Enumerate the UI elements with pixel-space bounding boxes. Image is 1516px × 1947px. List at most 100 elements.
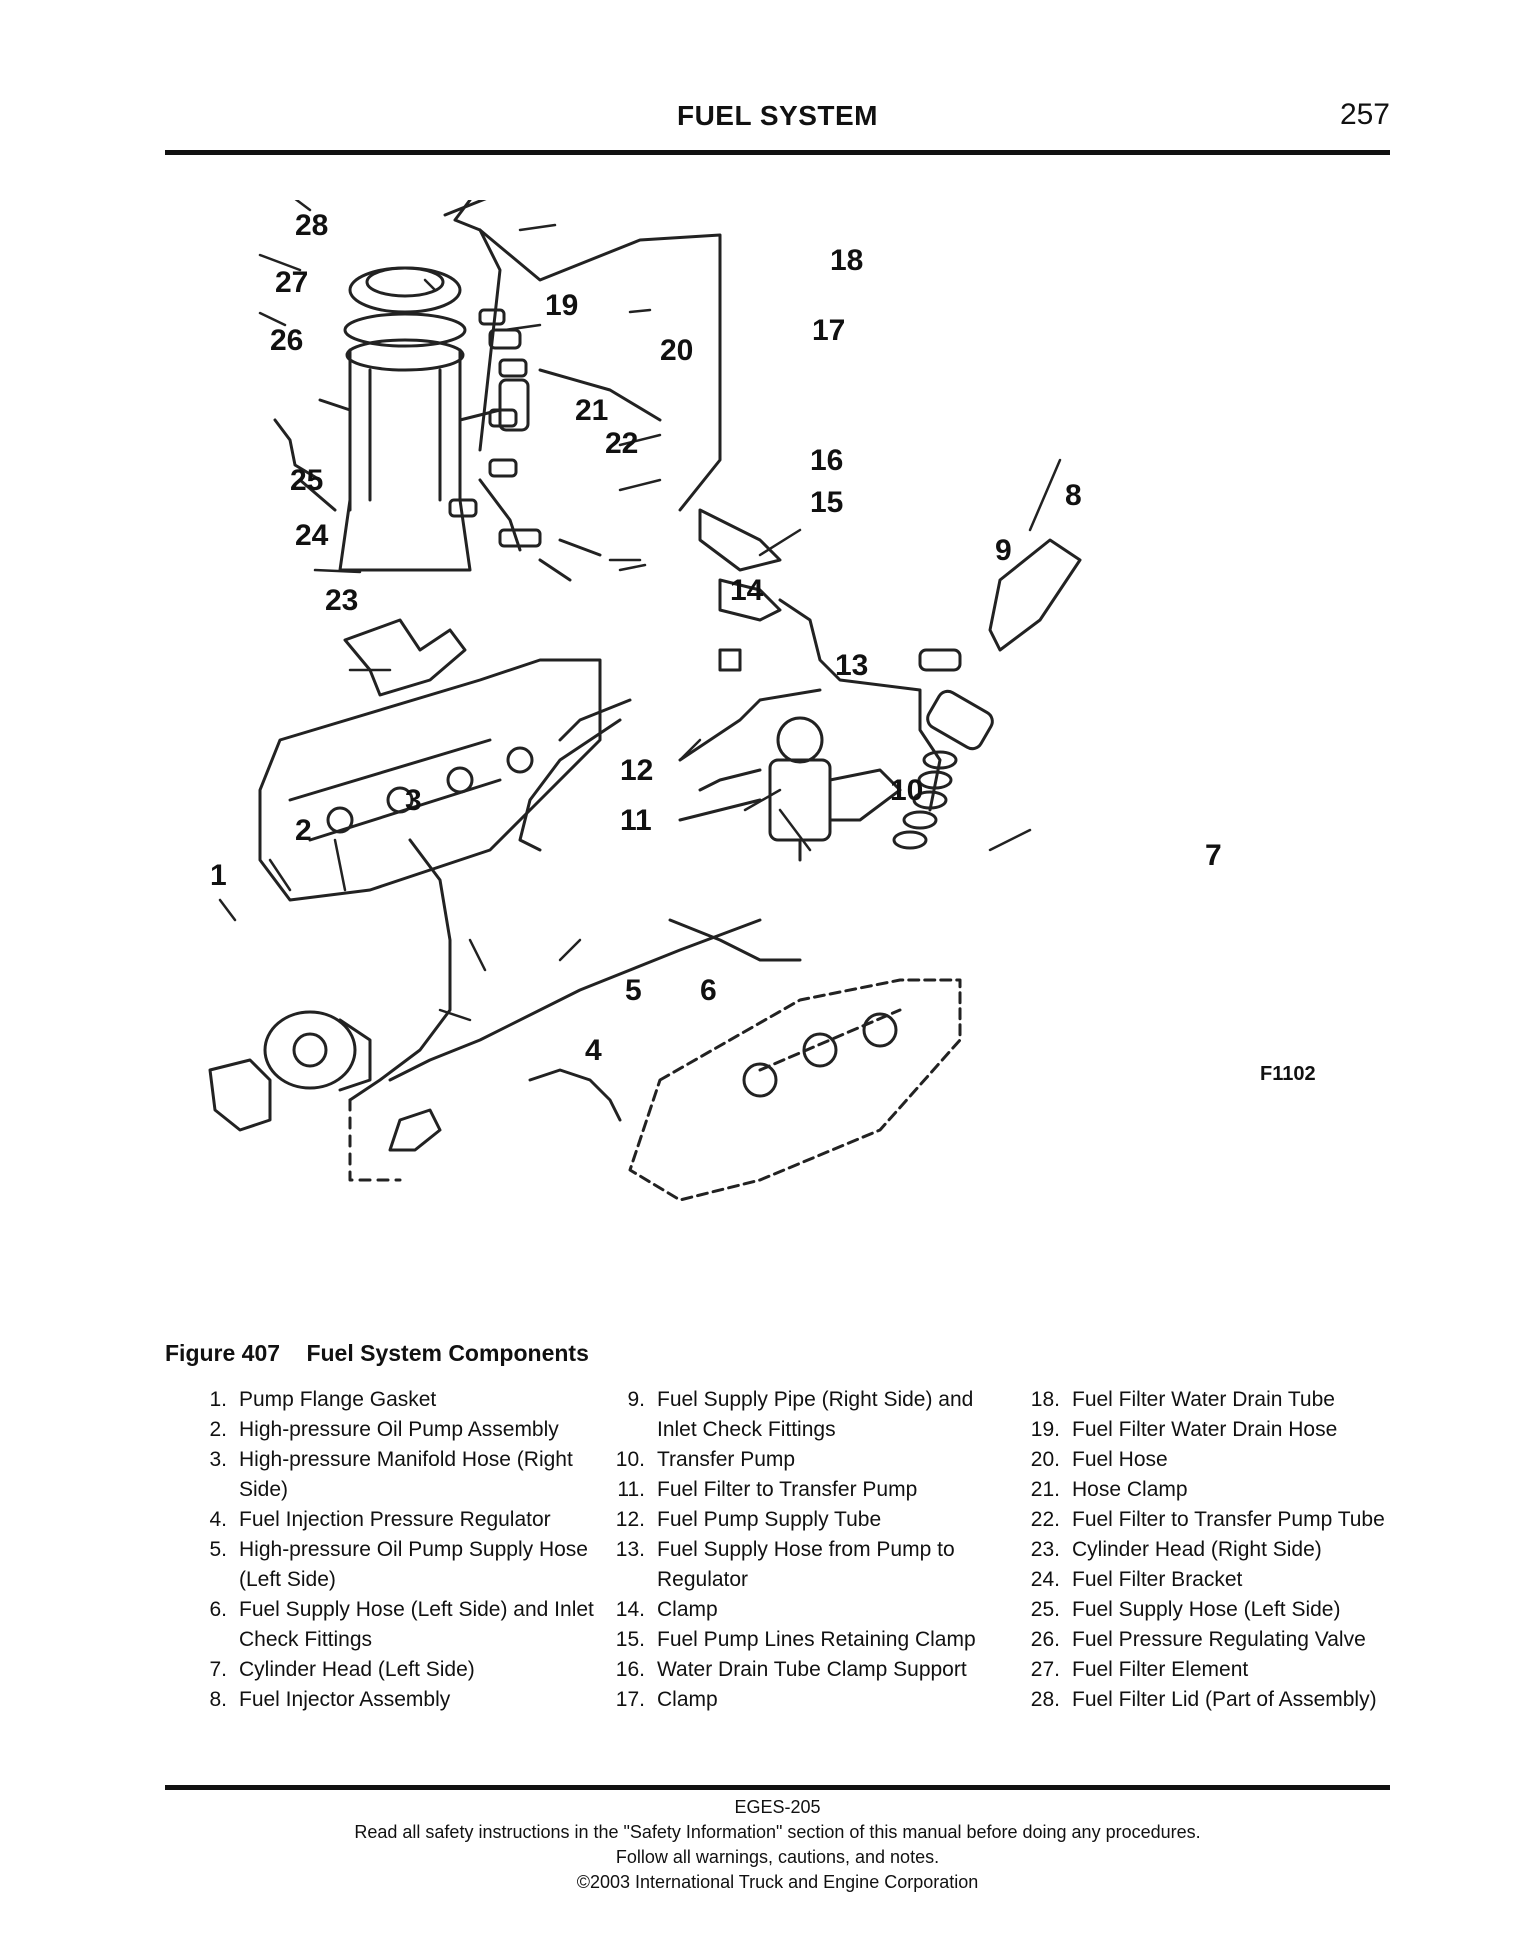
callout-11: 11 (620, 804, 652, 837)
manifold-hose (348, 838, 452, 1102)
callout-6: 6 (700, 974, 717, 1007)
callout-25: 25 (290, 464, 323, 497)
legend-item: 23.Cylinder Head (Right Side) (1030, 1538, 1322, 1561)
legend-item: 26.Fuel Pressure Regulating Valve (1030, 1628, 1366, 1651)
fuel-injector (918, 538, 1082, 751)
footer-rule (165, 1785, 1390, 1790)
callout-4: 4 (585, 1034, 602, 1067)
callout-19: 19 (545, 289, 578, 322)
legend-column-2: 9.Fuel Supply Pipe (Right Side) and Inle… (593, 1385, 1013, 1715)
callout-3: 3 (405, 784, 422, 817)
callout-27: 27 (275, 266, 308, 299)
legend-item: 22.Fuel Filter to Transfer Pump Tube (1030, 1508, 1385, 1531)
callout-28: 28 (295, 209, 328, 242)
fuel-supply-pipe (778, 598, 942, 812)
flange-gasket (208, 1058, 272, 1132)
legend-item: 20.Fuel Hose (1030, 1448, 1168, 1471)
leader-lines (218, 193, 1062, 1022)
legend-item: 9.Fuel Supply Pipe (Right Side) and Inle… (627, 1388, 974, 1441)
callout-22: 22 (605, 427, 638, 460)
transfer-pump (768, 716, 902, 862)
figure-code: F1102 (1260, 1063, 1316, 1085)
legend-item: 15.Fuel Pump Lines Retaining Clamp (615, 1628, 976, 1651)
callout-24: 24 (295, 519, 329, 552)
callout-23: 23 (325, 584, 358, 617)
supply-hose-regulator (518, 718, 622, 852)
fuel-pump-supply-tube (678, 688, 822, 762)
legend-item: 14.Clamp (615, 1598, 718, 1621)
figure-number: Figure 407 (165, 1340, 281, 1366)
retaining-clamp (718, 578, 782, 622)
cylinder-head-left (628, 978, 962, 1202)
fuel-supply-hose-left (528, 1068, 622, 1122)
callout-2: 2 (295, 814, 312, 847)
cylinder-head-left-solid (742, 1012, 898, 1098)
legend-item: 10.Transfer Pump (615, 1448, 796, 1471)
figure-caption: Figure 407 Fuel System Components (165, 1340, 589, 1367)
legend-item: 28.Fuel Filter Lid (Part of Assembly) (1030, 1688, 1377, 1711)
callout-12: 12 (620, 754, 653, 787)
callout-26: 26 (270, 324, 303, 357)
callout-16: 16 (810, 444, 843, 477)
legend-item: 6.Fuel Supply Hose (Left Side) and Inlet… (209, 1598, 594, 1651)
doc-code: EGES-205 (734, 1797, 821, 1817)
page-number: 257 (1339, 98, 1390, 131)
fuel-filter-to-transfer-pump (678, 768, 762, 822)
callout-10: 10 (890, 774, 923, 807)
page-footer: EGES-205 Read all safety instructions in… (165, 1795, 1390, 1895)
legend-item: 8.Fuel Injector Assembly (209, 1688, 451, 1711)
legend-item: 7.Cylinder Head (Left Side) (209, 1658, 475, 1681)
page-header: FUEL SYSTEM 257 (165, 92, 1390, 152)
legend-item: 25.Fuel Supply Hose (Left Side) (1030, 1598, 1341, 1621)
figure-title: Fuel System Components (306, 1340, 589, 1366)
copyright: ©2003 International Truck and Engine Cor… (576, 1872, 979, 1892)
fuel-system-diagram: 28 27 26 25 24 23 18 19 20 21 22 17 16 1… (200, 193, 1350, 1320)
o-rings (892, 750, 958, 850)
callout-20: 20 (660, 334, 693, 367)
legend-item: 21.Hose Clamp (1030, 1478, 1188, 1501)
legend-item: 17.Clamp (615, 1688, 718, 1711)
cylinder-head-right (258, 658, 602, 902)
warnings-notice: Follow all warnings, cautions, and notes… (615, 1847, 940, 1867)
component-legend: 1.Pump Flange Gasket 2.High-pressure Oil… (165, 1385, 1390, 1780)
callout-15: 15 (810, 486, 843, 519)
legend-item: 19.Fuel Filter Water Drain Hose (1030, 1418, 1338, 1441)
callout-1: 1 (210, 859, 227, 892)
callout-7: 7 (1205, 839, 1222, 872)
legend-item: 16.Water Drain Tube Clamp Support (615, 1658, 967, 1681)
legend-column-1: 1.Pump Flange Gasket 2.High-pressure Oil… (175, 1385, 595, 1715)
callout-5: 5 (625, 974, 642, 1007)
legend-column-3: 18.Fuel Filter Water Drain Tube 19.Fuel … (1008, 1385, 1398, 1715)
clamp-14 (718, 648, 742, 672)
safety-notice: Read all safety instructions in the "Saf… (354, 1822, 1201, 1842)
oil-pump-supply-hose (388, 918, 762, 1082)
water-drain-tube (453, 198, 722, 512)
legend-item: 2.High-pressure Oil Pump Assembly (209, 1418, 559, 1441)
section-title: FUEL SYSTEM (676, 100, 878, 131)
callout-numbers: 28 27 26 25 24 23 18 19 20 21 22 17 16 1… (210, 209, 1316, 1085)
header-rule (165, 150, 1390, 155)
callout-8: 8 (1065, 479, 1082, 512)
clamp-support (698, 508, 782, 572)
fuel-filter-bracket (343, 618, 467, 697)
legend-item: 27.Fuel Filter Element (1030, 1658, 1249, 1681)
legend-item: 13.Fuel Supply Hose from Pump to Regulat… (615, 1538, 955, 1591)
legend-item: 18.Fuel Filter Water Drain Tube (1030, 1388, 1335, 1411)
legend-item: 1.Pump Flange Gasket (209, 1388, 437, 1411)
callout-17: 17 (812, 314, 845, 347)
legend-item: 24.Fuel Filter Bracket (1030, 1568, 1243, 1591)
diagram-svg: 28 27 26 25 24 23 18 19 20 21 22 17 16 1… (208, 193, 1316, 1202)
oil-pump (263, 1010, 372, 1092)
legend-item: 3.High-pressure Manifold Hose (Right Sid… (209, 1448, 573, 1501)
fuel-filter-assembly (273, 266, 530, 572)
legend-item: 4.Fuel Injection Pressure Regulator (209, 1508, 551, 1531)
legend-item: 11.Fuel Filter to Transfer Pump (617, 1478, 918, 1501)
callout-18: 18 (830, 244, 863, 277)
callout-9: 9 (995, 534, 1012, 567)
callout-14: 14 (730, 574, 764, 607)
pressure-regulator (388, 1108, 442, 1152)
callout-13: 13 (835, 649, 868, 682)
callout-21: 21 (575, 394, 608, 427)
legend-item: 12.Fuel Pump Supply Tube (615, 1508, 882, 1531)
fuel-hoses (448, 308, 662, 582)
